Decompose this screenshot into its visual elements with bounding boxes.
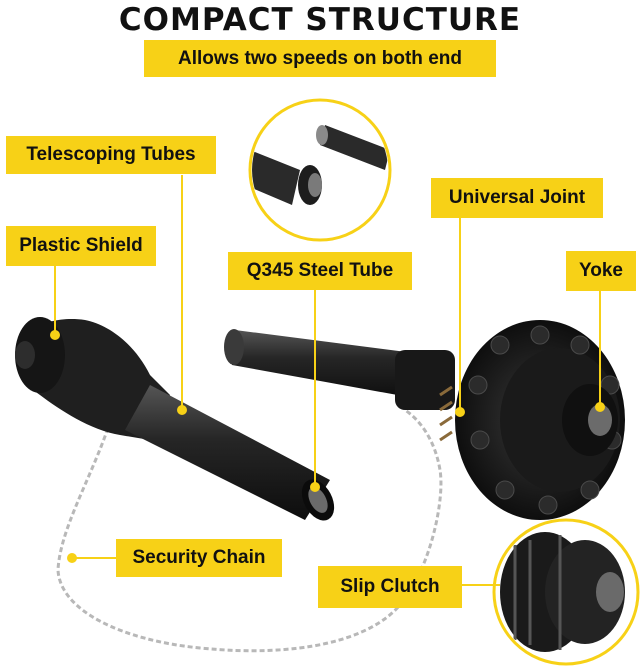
callout-security-chain: Security Chain — [116, 539, 282, 577]
page-title: COMPACT STRUCTURE — [118, 2, 522, 38]
security-chain — [56, 408, 443, 653]
callout-dots — [50, 330, 605, 563]
callout-yoke: Yoke — [566, 251, 636, 291]
callout-plastic-shield: Plastic Shield — [6, 226, 156, 266]
subtitle-banner: Allows two speeds on both end — [144, 40, 496, 77]
callout-leader-lines — [54, 175, 601, 586]
inset-telescoping-tubes — [248, 98, 392, 242]
callout-universal-joint: Universal Joint — [431, 178, 603, 218]
callout-slip-clutch: Slip Clutch — [318, 566, 462, 608]
inset-slip-clutch — [492, 518, 640, 666]
right-shaft-assembly — [224, 320, 625, 520]
callout-q345-steel-tube: Q345 Steel Tube — [228, 252, 412, 290]
callout-telescoping-tubes: Telescoping Tubes — [6, 136, 216, 174]
